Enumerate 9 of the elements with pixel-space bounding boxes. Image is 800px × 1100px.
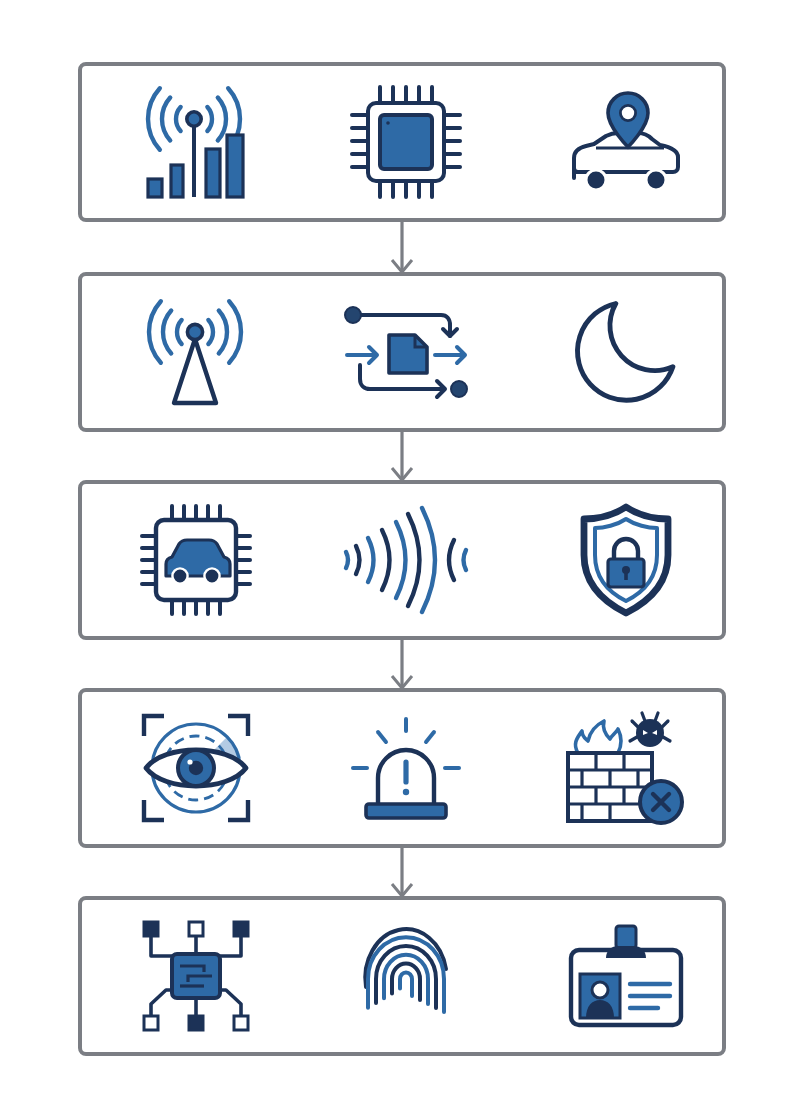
arrow: [390, 640, 414, 690]
arrow: [390, 432, 414, 482]
step-panel: [78, 896, 726, 1056]
step-panel: [78, 272, 726, 432]
step-panel: [78, 688, 726, 848]
step-panel: [78, 480, 726, 640]
arrow: [390, 222, 414, 274]
step-panel: [78, 62, 726, 222]
arrow: [390, 848, 414, 898]
